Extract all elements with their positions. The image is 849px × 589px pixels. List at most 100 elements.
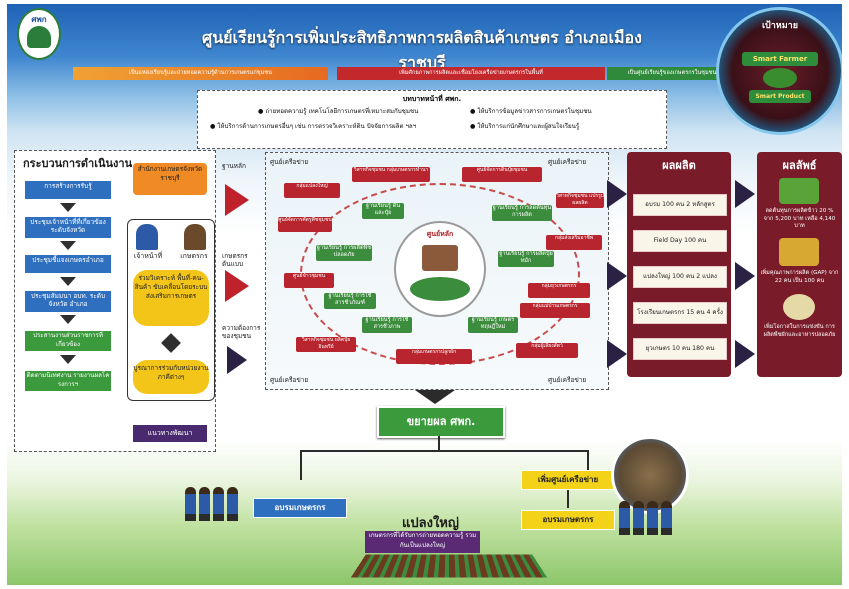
process-step: การสร้างการรับรู้ bbox=[25, 181, 111, 199]
down-arrow-icon bbox=[60, 277, 76, 286]
farmer-figure bbox=[647, 501, 658, 535]
learning-base: ฐานเรียนรู้ การลดต้นทุนการผลิต bbox=[492, 205, 552, 221]
process-step: ติดตามนิเทศงาน รายงานผลโครงการฯ bbox=[25, 371, 111, 391]
outcome-item: ลดต้นทุนการผลิตข้าว 20 % จาก 5,200 บาท เ… bbox=[763, 208, 836, 229]
infographic-poster: ศพก ศูนย์เรียนรู้การเพิ่มประสิทธิภาพการผ… bbox=[7, 4, 842, 585]
right-arrow-icon bbox=[227, 346, 247, 374]
field-icon bbox=[410, 277, 470, 301]
network-center: กลุ่มยุวเกษตรกร bbox=[528, 283, 590, 298]
farmer-figure bbox=[619, 501, 630, 535]
farmer-icon bbox=[184, 224, 206, 250]
output-item: แปลงใหญ่ 100 คน 2 แปลง bbox=[633, 266, 727, 288]
output-item: Field Day 100 คน bbox=[633, 230, 727, 252]
network-panel: ศูนย์เครือข่าย ศูนย์เครือข่าย ศูนย์เครือ… bbox=[265, 152, 609, 390]
connector-line bbox=[587, 450, 589, 470]
right-arrow-icon bbox=[735, 262, 755, 290]
output-item: อบรม 100 คน 2 หลักสูตร bbox=[633, 194, 727, 216]
process-step: ประสานงานส่วนราชการที่เกี่ยวข้อง bbox=[25, 331, 111, 351]
process-title: กระบวนการดำเนินงาน bbox=[23, 157, 133, 170]
farmer-figure bbox=[661, 501, 672, 535]
provincial-office-box: สำนักงานเกษตรจังหวัดราชบุรี bbox=[133, 163, 207, 195]
down-arrow-icon bbox=[415, 390, 455, 404]
big-plot-title: แปลงใหญ่ bbox=[402, 516, 459, 531]
connector-line bbox=[300, 450, 588, 452]
building-icon bbox=[422, 245, 458, 271]
farmer-figure bbox=[227, 487, 238, 521]
right-arrow-icon bbox=[607, 180, 627, 208]
network-center: วิสาหกิจชุมชน กลุ่มเกษตรกรทำนา bbox=[352, 167, 430, 182]
process-step: ประชุมชี้แจงเกษตรอำเภอ bbox=[25, 255, 111, 273]
network-center: ศูนย์จัดการดินปุ๋ยชุมชน bbox=[462, 167, 542, 182]
output-panel: ผลผลิต อบรม 100 คน 2 หลักสูตร Field Day … bbox=[627, 152, 731, 377]
officer-label: เจ้าหน้าที่ bbox=[133, 252, 163, 260]
network-center: กลุ่มส่งเสริมอาชีพ bbox=[546, 235, 602, 250]
vision-title: เป้าหมาย bbox=[761, 21, 799, 31]
produce-icon bbox=[763, 68, 797, 88]
down-arrow-icon bbox=[60, 315, 76, 324]
farmer-figure bbox=[185, 487, 196, 521]
main-center-hub: ศูนย์หลัก bbox=[394, 221, 486, 317]
network-center: กลุ่มแม่บ้านเกษตรกร bbox=[520, 303, 590, 318]
integration-box: บูรณาการร่วมกับหน่วยงานภาคีต่างๆ bbox=[133, 360, 209, 394]
network-center: กลุ่มแปลงใหญ่ bbox=[284, 183, 340, 198]
side-label: เกษตรกรต้นแบบ bbox=[222, 252, 248, 268]
add-network-box: เพิ่มศูนย์เครือข่าย bbox=[521, 470, 615, 490]
process-step: ประชุมเจ้าหน้าที่ที่เกี่ยวข้องระดับจังหว… bbox=[25, 217, 111, 238]
side-label: ฐานหลัก bbox=[222, 162, 246, 170]
officer-icon bbox=[136, 224, 158, 250]
farmer-figure bbox=[199, 487, 210, 521]
output-item: โรงเรียนเกษตรกร 15 คน 4 ครั้ง bbox=[633, 302, 727, 324]
right-arrow-icon bbox=[225, 270, 249, 302]
mission-item-text: ให้บริการด้านการเกษตรอื่นๆ เช่น การตรวจว… bbox=[217, 123, 417, 130]
network-label: ศูนย์เครือข่าย bbox=[548, 376, 587, 384]
network-label: ศูนย์เครือข่าย bbox=[548, 158, 587, 166]
network-center: ศูนย์จัดการศัตรูพืชชุมชน bbox=[278, 217, 332, 232]
network-center: วิสาหกิจชุมชน แปรรูปผลผลิต bbox=[556, 193, 604, 208]
mission-item-text: ถ่ายทอดความรู้ เทคโนโลยีการเกษตรที่เหมาะ… bbox=[265, 108, 419, 115]
right-arrow-icon bbox=[225, 184, 249, 216]
output-item: ยุวเกษตร 10 คน 180 คน bbox=[633, 338, 727, 360]
outcome-item: เพิ่มคุณภาพการผลิต (GAP) จาก 22 คน เป็น … bbox=[760, 270, 839, 284]
learning-base: ฐานเรียนรู้ การใช้สารชีวภาพ bbox=[362, 317, 412, 333]
ribbon-segment-3: เป็นศูนย์เรียนรู้ของเกษตรกรในชุมชน bbox=[607, 67, 737, 80]
farmer-training-right: อบรมเกษตรกร bbox=[521, 510, 615, 530]
down-arrow-icon bbox=[60, 355, 76, 364]
logo-text: ศพก bbox=[31, 15, 47, 24]
side-label: ความต้องการของชุมชน bbox=[222, 324, 261, 340]
connector-line bbox=[300, 450, 302, 480]
outcome-panel: ผลลัพธ์ ลดต้นทุนการผลิตข้าว 20 % จาก 5,2… bbox=[757, 152, 842, 377]
learning-base: ฐานเรียนรู้ การผลิตพืชปลอดภัย bbox=[316, 245, 372, 261]
outcome-title: ผลลัพธ์ bbox=[782, 159, 817, 172]
output-title: ผลผลิต bbox=[662, 159, 696, 172]
connector-line bbox=[567, 488, 569, 508]
cooperation-analysis: ร่วมวิเคราะห์ พื้นที่-คน-สินค้า ขับเคลื่… bbox=[133, 270, 209, 326]
network-center: กลุ่มผู้เลี้ยงสัตว์ bbox=[516, 343, 578, 358]
field-rows bbox=[351, 554, 547, 578]
right-arrow-icon bbox=[607, 262, 627, 290]
down-arrow-icon bbox=[60, 203, 76, 212]
mission-item: ● ถ่ายทอดความรู้ เทคโนโลยีการเกษตรที่เหม… bbox=[258, 108, 419, 115]
right-arrow-icon bbox=[735, 180, 755, 208]
right-arrow-icon bbox=[735, 340, 755, 368]
ribbon-segment-2: เพิ่มศักยภาพการผลิตและเชื่อมโยงเครือข่าย… bbox=[337, 67, 605, 80]
down-arrow-icon bbox=[60, 241, 76, 250]
connector-line bbox=[438, 436, 440, 450]
farmer-label: เกษตรกร bbox=[180, 252, 208, 260]
mission-item: ● ให้บริการแก่นักศึกษาและผู้สนใจเรียนรู้ bbox=[470, 123, 580, 130]
ribbon-segment-1: เป็นแหล่งเรียนรู้และถ่ายทอดความรู้ด้านกา… bbox=[73, 67, 328, 80]
learning-base: ฐานเรียนรู้ การผลิตปุ๋ยหมัก bbox=[498, 251, 554, 267]
mission-item-text: ให้บริการข้อมูลข่าวสารการเกษตรในชุมชน bbox=[477, 108, 592, 115]
hub-title: ศูนย์หลัก bbox=[426, 230, 454, 238]
cooperation-frame: เจ้าหน้าที่ เกษตรกร ร่วมวิเคราะห์ พื้นที… bbox=[127, 219, 215, 401]
logo-emblem-icon bbox=[27, 26, 51, 48]
outcome-item: เพิ่มโอกาสในการแข่งขัน การผลิตพืชผักและอ… bbox=[763, 324, 836, 338]
mission-box: บทบาทหน้าที่ ศพก. ● ถ่ายทอดความรู้ เทคโน… bbox=[197, 90, 667, 149]
doae-logo: ศพก bbox=[17, 8, 61, 60]
guideline-box: แนวทางพัฒนา bbox=[133, 425, 207, 442]
big-plot-caption: เกษตรกรที่ได้รับการถ่ายทอดความรู้ รวมกัน… bbox=[365, 531, 480, 553]
mission-item: ● ให้บริการด้านการเกษตรอื่นๆ เช่น การตรว… bbox=[210, 123, 417, 130]
mission-item: ● ให้บริการข้อมูลข่าวสารการเกษตรในชุมชน bbox=[470, 108, 592, 115]
right-arrow-icon bbox=[607, 340, 627, 368]
smart-farmer-label: Smart Farmer bbox=[742, 52, 818, 66]
money-icon bbox=[779, 178, 819, 204]
